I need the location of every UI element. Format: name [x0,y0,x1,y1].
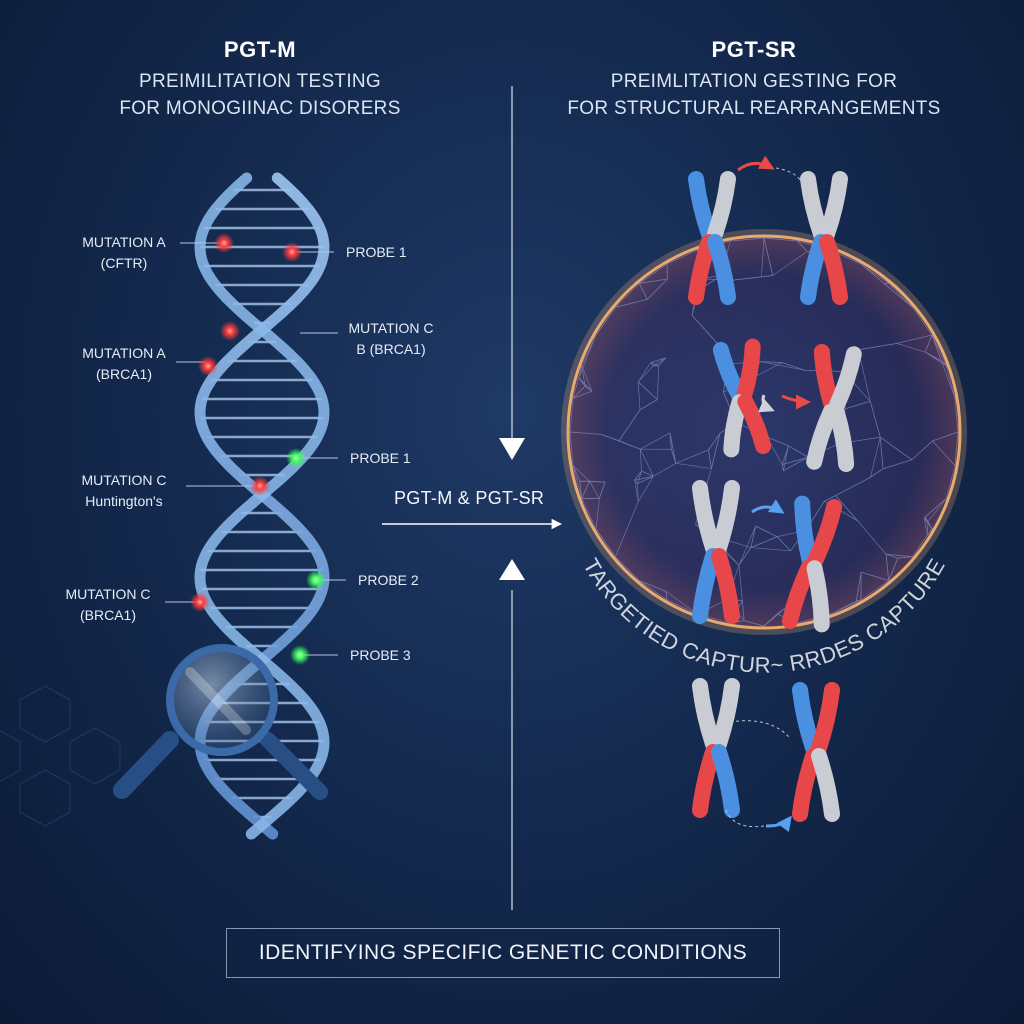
label-mutation-c-brca1-line1: MUTATION C [65,586,151,602]
mutation-marker-b-brca1 [220,321,240,341]
probe-markers [286,448,326,665]
label-probe-1-top: PROBE 1 [346,244,407,260]
label-mutation-a-brca1: MUTATION A (BRCA1) [66,343,182,385]
mutation-marker-c-brca1 [190,592,210,612]
magnifying-glass-icon [113,644,328,800]
mutation-marker-huntington [250,476,270,496]
label-mutation-a-cftr-line2: (CFTR) [100,255,148,271]
chromosome-1 [688,171,736,305]
pgt-sr-subtitle-line2: FOR STRUCTURAL REARRANGEMENTS [567,98,941,119]
probe-marker-1 [286,448,306,468]
label-mutation-c-huntington-line2: Huntington's [85,493,163,509]
chromosome-5 [692,480,740,624]
chromosome-8 [792,682,840,822]
pgt-m-subtitle-line1: PREIMILITATION TESTING [138,71,381,92]
label-mutation-c-b-brca1-line2: B (BRCA1) [356,341,426,357]
probe-marker-2 [306,570,326,590]
mutation-markers [190,233,302,612]
mutation-marker-probe1 [282,242,302,262]
pgt-m-title: PGT-M [223,37,297,62]
label-mutation-a-brca1-line2: (BRCA1) [95,366,152,382]
chromosome-3 [712,338,772,458]
sphere-rim [566,234,962,630]
center-label-pgt-m-pgt-sr: PGT-M & PGT-SR [394,488,545,508]
label-mutation-c-b-brca1: MUTATION C B (BRCA1) [336,318,446,360]
label-mutation-a-brca1-line1: MUTATION A [82,345,166,361]
up-arrow-icon [499,559,525,580]
footer-box: IDENTIFYING SPECIFIC GENETIC CONDITIONS [226,928,780,978]
pgt-sr-subtitle-line1: PREIMLITATION GESTING FOR [610,71,898,92]
chromosome-7 [692,678,740,818]
pgt-sr-title: PGT-SR [711,37,797,62]
label-mutation-c-brca1-line2: (BRCA1) [79,607,136,623]
label-mutation-c-huntington: MUTATION C Huntington's [66,470,182,512]
mutation-marker-a-brca1 [198,356,218,376]
chromosome-2 [800,171,848,305]
label-mutation-a-cftr: MUTATION A (CFTR) [66,232,182,274]
red-curved-arrow-icon [737,155,775,172]
footer-text: IDENTIFYING SPECIFIC GENETIC CONDITIONS [258,941,748,964]
dna-double-helix [194,172,330,840]
down-arrow-icon [499,438,525,460]
probe-marker-3 [290,645,310,665]
exchange-arrows [725,155,811,833]
mutation-marker-cftr [214,233,234,253]
label-probe-1-mid: PROBE 1 [350,450,411,466]
pgt-m-subtitle-line2: FOR MONOGIINAC DISORERS [119,98,401,119]
label-mutation-c-huntington-line1: MUTATION C [81,472,167,488]
red-curved-arrow-2-icon [781,394,811,410]
blue-curved-arrow-icon [751,499,785,514]
label-mutation-a-cftr-line1: MUTATION A [82,234,166,250]
label-mutation-c-brca1: MUTATION C (BRCA1) [50,584,166,626]
chromosome-group [688,171,862,822]
label-probe-2: PROBE 2 [358,572,419,588]
blue-curved-arrow-2-icon [765,815,792,833]
center-arrows [382,86,563,910]
grey-curved-arrow-icon [758,394,775,413]
dna-strand-2 [194,172,330,840]
label-probe-3: PROBE 3 [350,647,411,663]
label-mutation-c-b-brca1-line1: MUTATION C [348,320,434,336]
chromosome-6 [781,495,843,633]
chromosome-4 [806,344,862,472]
hexagon-decoration [0,685,121,827]
